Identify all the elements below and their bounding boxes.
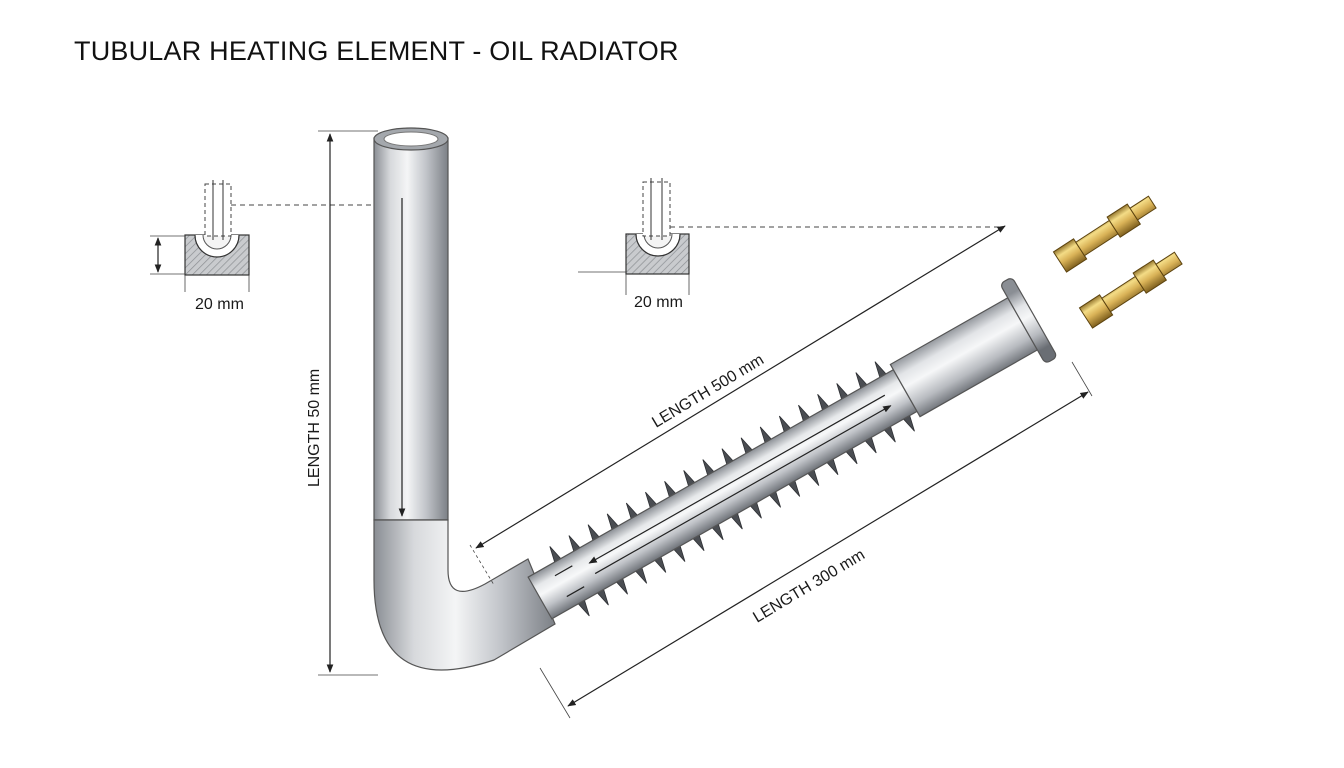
terminal-lower <box>1078 251 1183 329</box>
dimension-label-500: LENGTH 500 mm <box>649 351 767 431</box>
dimension-label-vertical: LENGTH 50 mm <box>306 369 323 487</box>
tube-vertical-section <box>373 127 449 521</box>
terminal-shaft-upper <box>1075 219 1119 257</box>
dimension-line-300 <box>567 391 1089 707</box>
tube-bore <box>383 131 439 147</box>
vertical-length-dimension: LENGTH 50 mm <box>306 130 378 676</box>
mounting-flange <box>1001 278 1057 363</box>
flow-arrow-left <box>588 394 886 564</box>
end-sleeve <box>889 296 1039 418</box>
tube-bend <box>373 519 556 671</box>
ext-line-300-start <box>539 667 571 719</box>
elbow-bend <box>373 519 556 671</box>
dimension-label-300: LENGTH 300 mm <box>750 546 868 626</box>
terminal-shaft-lower <box>1101 275 1145 313</box>
cross-section-left: 20 mm <box>150 180 402 313</box>
terminal-tip-upper <box>1129 195 1157 221</box>
section-tube-left <box>204 183 232 237</box>
terminal-tip-lower <box>1155 251 1183 277</box>
u-channel-inner-left <box>202 234 232 250</box>
dimension-label-left-width: 20 mm <box>195 296 244 313</box>
ext-line-500 <box>469 544 495 586</box>
flow-arrow-right <box>594 405 892 575</box>
dimension-label-right-width: 20 mm <box>634 294 683 311</box>
vertical-tube <box>373 137 449 521</box>
cross-section-right: 20 mm <box>578 178 1000 311</box>
diagram-title: TUBULAR HEATING ELEMENT - OIL RADIATOR <box>74 36 679 66</box>
section-tube-right <box>642 181 671 237</box>
ext-line-300-end <box>1071 361 1093 397</box>
terminal-upper <box>1052 195 1157 273</box>
dimension-line-500 <box>475 225 1006 549</box>
diagonal-tube <box>527 368 918 620</box>
finned-diagonal-section <box>527 278 1057 620</box>
